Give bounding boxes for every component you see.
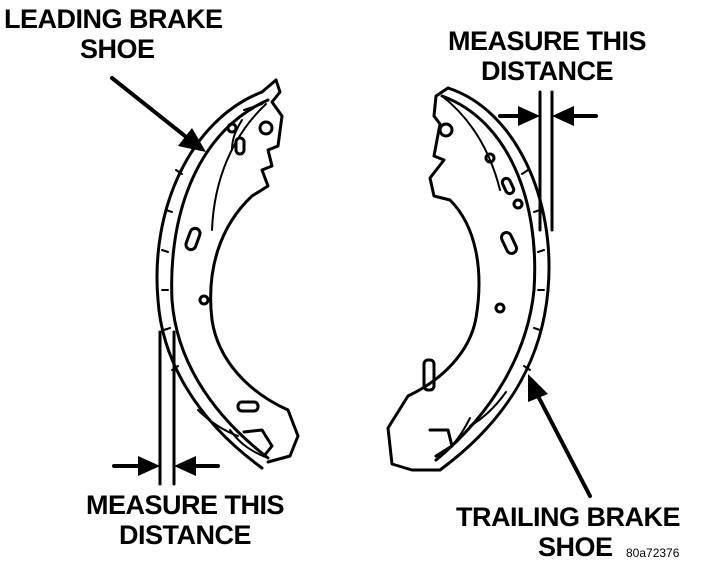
trailing-shoe-pointer <box>528 374 592 498</box>
slot <box>499 231 519 255</box>
hole <box>438 122 454 138</box>
hole <box>258 120 274 136</box>
measure-label-bottom-line2: DISTANCE <box>118 520 252 550</box>
lining-thickness-measure-top <box>498 90 598 232</box>
trailing-shoe-label: TRAILING BRAKE SHOE <box>456 502 681 562</box>
hole <box>226 122 238 134</box>
trailing-brake-shoe <box>386 86 551 472</box>
measure-label-top-line1: MEASURE THIS <box>447 26 647 56</box>
hole <box>484 152 496 164</box>
leading-shoe-label-line2: SHOE <box>80 34 155 64</box>
hole <box>494 302 506 314</box>
figure-code: 80a72376 <box>626 546 680 560</box>
measure-label-top-line2: DISTANCE <box>480 56 614 86</box>
lining-thickness-measure-bottom <box>112 330 220 486</box>
slot <box>236 400 260 413</box>
slot <box>234 136 246 156</box>
leading-shoe-label: LEADING BRAKE SHOE <box>4 4 223 64</box>
slot <box>500 176 516 196</box>
leading-shoe-label-line1: LEADING BRAKE <box>4 4 223 34</box>
slot <box>422 358 436 392</box>
measure-label-bottom: MEASURE THIS DISTANCE <box>70 490 300 550</box>
slot <box>184 226 202 252</box>
leading-brake-shoe <box>155 78 300 470</box>
hole <box>512 198 524 210</box>
measure-label-top: MEASURE THIS DISTANCE <box>432 26 662 86</box>
measure-label-bottom-line1: MEASURE THIS <box>85 490 285 520</box>
trailing-shoe-label-line2: SHOE <box>538 532 613 562</box>
trailing-shoe-label-line1: TRAILING BRAKE <box>456 502 681 532</box>
leading-shoe-pointer <box>110 76 206 152</box>
hole <box>198 294 210 306</box>
